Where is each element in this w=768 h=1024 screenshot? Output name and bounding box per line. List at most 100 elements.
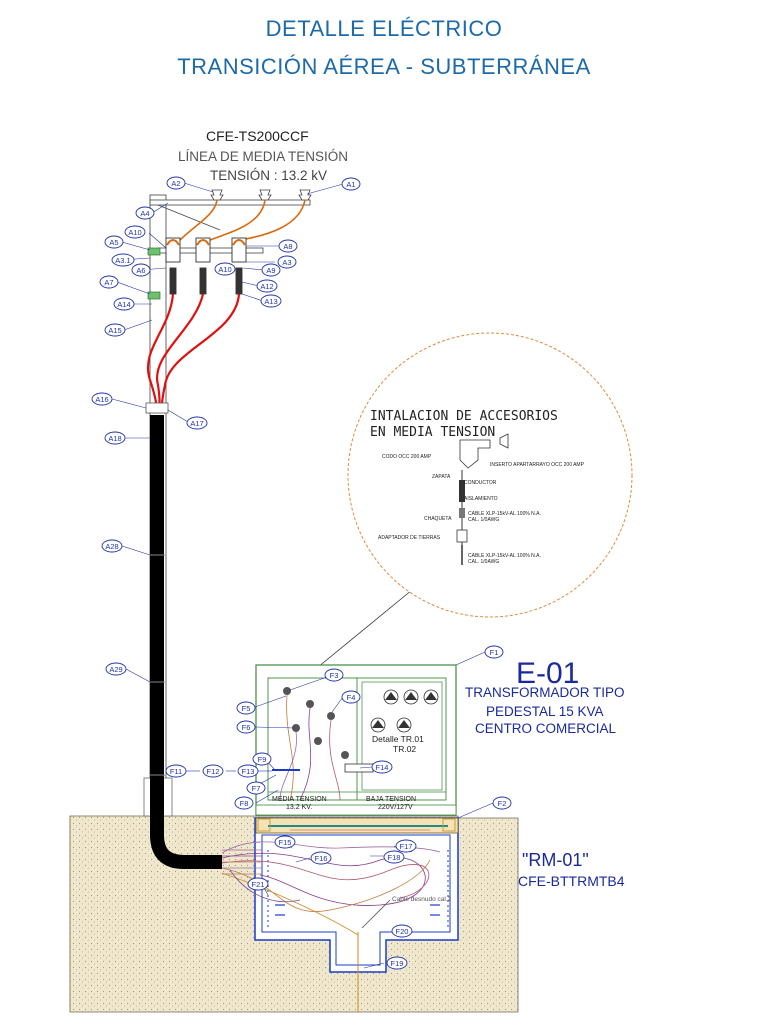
crossarm — [147, 199, 311, 300]
transformer-e-01: Detalle TR.01 TR.02 MEDIA TENSION 13.2 K… — [255, 664, 457, 816]
riser-conduit — [150, 415, 222, 869]
tag-f17: F17 — [395, 839, 417, 853]
vault-labels: "RM-01" CFE-BTTRMTB4 Cable desnudo cal.2 — [392, 850, 625, 903]
svg-text:F2: F2 — [498, 799, 507, 808]
label-cable1-1: CABLE XLP-15kV-AL 100% N.A. — [468, 511, 541, 517]
title-line-1: DETALLE ELÉCTRICO — [265, 16, 503, 41]
svg-text:A3.1: A3.1 — [115, 256, 130, 265]
pin-insulators — [210, 189, 312, 201]
svg-text:F18: F18 — [388, 853, 401, 862]
detail-tr-1: Detalle TR.01 — [372, 734, 424, 744]
tag-a8: A8 — [278, 239, 298, 253]
svg-text:F9: F9 — [258, 755, 267, 764]
svg-text:A10: A10 — [128, 228, 141, 237]
label-conductor: CONDUCTOR — [464, 480, 497, 486]
ground-wire-arrow — [361, 899, 391, 929]
transformer-desc-2: PEDESTAL 15 KVA — [486, 704, 604, 719]
svg-text:A15: A15 — [108, 326, 121, 335]
tag-a6: A6 — [131, 263, 151, 277]
tag-a4: A4 — [135, 206, 155, 220]
svg-text:A29: A29 — [109, 665, 122, 674]
tag-f11: F11 — [165, 764, 187, 778]
tag-a2: A2 — [166, 176, 186, 190]
tag-a29: A29 — [105, 662, 127, 676]
svg-text:A10: A10 — [218, 265, 231, 274]
svg-text:A9: A9 — [266, 266, 275, 275]
svg-text:A14: A14 — [117, 300, 130, 309]
tag-a17: A17 — [186, 416, 208, 430]
svg-text:F20: F20 — [396, 927, 409, 936]
svg-text:F11: F11 — [170, 767, 182, 776]
ground-note: Cable desnudo cal.2 — [392, 896, 452, 903]
tag-a16: A16 — [91, 392, 113, 406]
svg-text:A1: A1 — [346, 180, 355, 189]
tag-f4: F4 — [341, 690, 361, 704]
svg-text:A7: A7 — [104, 278, 113, 287]
tag-f15: F15 — [274, 835, 296, 849]
label-adaptador: ADAPTADOR DE TIERRAS — [378, 535, 441, 541]
tag-a12: A12 — [256, 279, 278, 293]
svg-text:A4: A4 — [140, 209, 149, 218]
label-inserto: INSERTO APARTARRAYO OCC 200 AMP — [490, 462, 585, 468]
label-cable2-1: CABLE XLP-15kV-AL 100% N.A. — [468, 553, 541, 559]
vault-id: "RM-01" — [522, 850, 589, 870]
transformer-id: E-01 — [516, 657, 579, 690]
svg-text:F6: F6 — [242, 723, 251, 732]
svg-text:F3: F3 — [330, 671, 339, 680]
svg-text:A28: A28 — [105, 542, 118, 551]
svg-text:F5: F5 — [242, 704, 251, 713]
label-cable1-2: CAL. 1/0AWG — [468, 517, 499, 523]
tag-a28: A28 — [101, 539, 123, 553]
svg-text:F8: F8 — [240, 799, 249, 808]
label-zapata: ZAPATA — [432, 474, 451, 480]
line-name: LÍNEA DE MEDIA TENSIÓN — [178, 149, 348, 164]
tag-f6: F6 — [236, 720, 256, 734]
label-chaqueta: CHAQUETA — [424, 516, 452, 522]
tag-f3: F3 — [324, 668, 344, 682]
tag-a3: A3 — [277, 255, 297, 269]
transformer-labels: E-01 TRANSFORMADOR TIPO PEDESTAL 15 KVA … — [465, 657, 625, 736]
svg-text:F13: F13 — [242, 767, 255, 776]
label-aislamiento: AISLAMIENTO — [464, 496, 498, 502]
cutouts — [165, 237, 247, 295]
jumper-leads — [179, 199, 306, 241]
svg-text:F21: F21 — [252, 880, 265, 889]
tag-a10-right: A10 — [214, 262, 236, 276]
svg-text:A2: A2 — [171, 179, 180, 188]
riser-to-vault-cables — [222, 849, 262, 875]
line-code: CFE-TS200CCF — [206, 128, 309, 144]
tag-f2: F2 — [492, 796, 512, 810]
svg-text:A6: A6 — [136, 266, 145, 275]
svg-text:A12: A12 — [260, 282, 273, 291]
svg-text:F7: F7 — [252, 784, 261, 793]
tag-f14: F14 — [371, 760, 393, 774]
bubble-title-2: EN MEDIA TENSION — [370, 425, 495, 440]
title-line-2: TRANSICIÓN AÉREA - SUBTERRÁNEA — [177, 54, 591, 79]
tag-f9: F9 — [252, 752, 272, 766]
svg-text:F16: F16 — [315, 854, 328, 863]
tag-a9: A9 — [261, 263, 281, 277]
tag-f21: F21 — [247, 877, 269, 891]
tag-f16: F16 — [310, 851, 332, 865]
tag-a14: A14 — [113, 297, 135, 311]
label-codo: CODO OCC 200 AMP — [382, 454, 432, 460]
tag-a10-left: A10 — [124, 225, 146, 239]
svg-text:A16: A16 — [95, 395, 108, 404]
detail-bubble: INTALACION DE ACCESORIOS EN MEDIA TENSIO… — [347, 332, 633, 618]
tag-a3-1: A3.1 — [111, 253, 135, 267]
bubble-title-1: INTALACION DE ACCESORIOS — [370, 409, 558, 424]
bt-label: BAJA TENSION — [366, 796, 416, 803]
svg-text:F19: F19 — [391, 959, 404, 968]
svg-text:F4: F4 — [347, 693, 356, 702]
svg-text:F1: F1 — [490, 648, 499, 657]
svg-text:F17: F17 — [400, 842, 413, 851]
bt-value: 220V/127V — [378, 804, 413, 811]
tag-f20: F20 — [391, 924, 413, 938]
label-cable2-2: CAL. 1/0AWG — [468, 559, 499, 565]
tag-a18: A18 — [104, 431, 126, 445]
tag-a5: A5 — [104, 235, 124, 249]
svg-text:A3: A3 — [282, 258, 291, 267]
mt-label: MEDIA TENSION — [272, 796, 327, 803]
svg-text:F12: F12 — [207, 767, 220, 776]
